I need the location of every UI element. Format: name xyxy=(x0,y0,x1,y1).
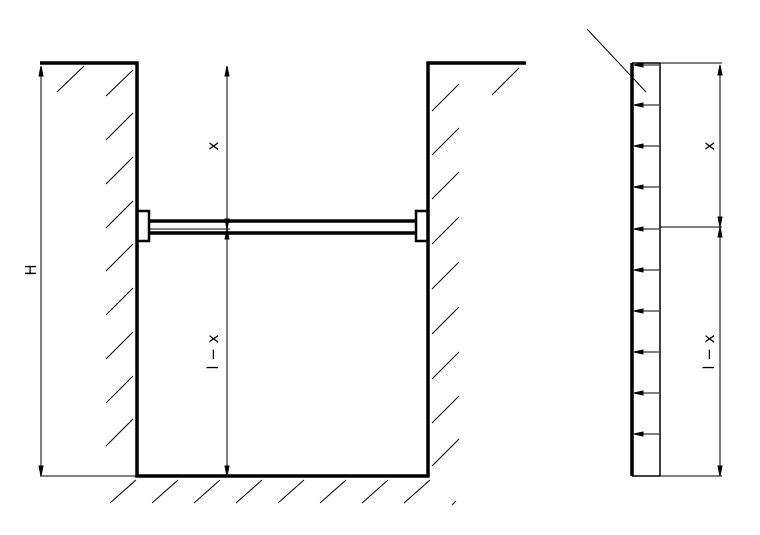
load-arrow xyxy=(633,102,659,108)
load-arrow xyxy=(633,390,659,396)
label-x-right: x xyxy=(700,141,718,150)
left-wall xyxy=(40,61,526,478)
dimension-x-left xyxy=(224,65,230,477)
strut xyxy=(135,209,430,243)
dimension-x-right xyxy=(660,62,723,477)
dimension-h xyxy=(38,65,137,477)
label-lx-right: l − x xyxy=(700,334,718,369)
left-soil-hatching xyxy=(56,65,134,447)
load-arrow xyxy=(633,349,659,355)
load-arrows xyxy=(633,62,659,437)
load-column xyxy=(630,62,661,477)
label-x-left: x xyxy=(204,141,222,150)
right-soil-hatching xyxy=(431,67,520,467)
load-arrow xyxy=(633,143,659,149)
load-arrow xyxy=(633,184,659,190)
leader-line xyxy=(586,28,647,93)
load-arrow xyxy=(633,431,659,437)
load-arrow xyxy=(633,226,659,232)
load-arrow xyxy=(633,62,659,68)
label-h: H xyxy=(22,264,40,275)
label-lx-left: l − x xyxy=(204,334,222,369)
load-arrow xyxy=(633,267,659,273)
load-arrow xyxy=(633,308,659,314)
bottom-soil-hatching xyxy=(109,479,457,506)
